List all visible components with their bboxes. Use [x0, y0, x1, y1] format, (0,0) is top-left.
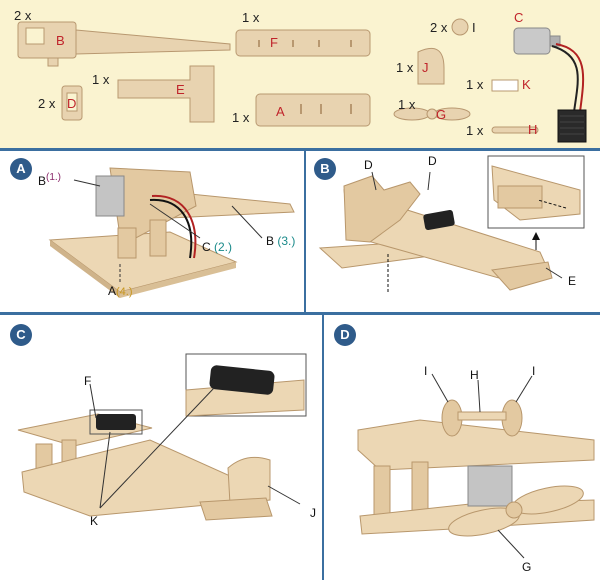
step-a-label-b3: B (3.) — [266, 234, 295, 248]
divider-mid-bottom — [322, 315, 324, 580]
part-j-drawing — [417, 48, 445, 85]
part-e-letter: E — [176, 82, 185, 97]
step-a-b3-letter: B — [266, 234, 275, 248]
part-h-qty: 1 x — [466, 123, 484, 138]
step-b-badge: B — [314, 158, 336, 180]
step-a-label-c: C (2.) — [202, 240, 232, 254]
step-a-b1-letter: B — [38, 174, 47, 188]
step-d-label-g: G — [522, 560, 532, 574]
part-h-letter: H — [528, 122, 538, 137]
step-a-b3-num: (3.) — [277, 234, 296, 248]
parts-list-panel: 2 x B 1 x F 2 x I C 1 x E 1 x J 2 x D 1 … — [0, 0, 600, 148]
part-i-letter: I — [472, 20, 476, 35]
part-b-drawing — [17, 21, 231, 67]
part-j-qty: 1 x — [396, 60, 414, 75]
part-a-drawing — [255, 93, 371, 127]
part-f-qty: 1 x — [242, 10, 260, 25]
part-g-qty: 1 x — [398, 97, 416, 112]
part-f-drawing — [235, 29, 371, 57]
part-c-drawing — [513, 27, 587, 143]
step-c-label-j: J — [310, 506, 316, 520]
parts-drawings — [17, 18, 587, 143]
step-a-badge: A — [10, 158, 32, 180]
step-a-b1-num: (1.) — [46, 172, 62, 183]
part-g-drawing — [393, 107, 471, 121]
step-b-label-e: E — [568, 274, 577, 288]
part-g-letter: G — [436, 107, 447, 122]
part-k-qty: 1 x — [466, 77, 484, 92]
part-e-qty: 1 x — [92, 72, 110, 87]
part-a-letter: A — [276, 104, 285, 119]
divider-top — [0, 148, 600, 151]
step-b-label-d1: D — [364, 158, 373, 172]
step-a-a-letter: A — [108, 284, 117, 298]
step-a-c-num: (2.) — [214, 240, 233, 254]
step-a-a-num: (4.) — [116, 286, 133, 298]
part-k-letter: K — [522, 77, 531, 92]
part-i-qty: 2 x — [430, 20, 448, 35]
divider-middle — [0, 312, 600, 315]
step-d-badge: D — [334, 324, 356, 346]
step-a-c-letter: C — [202, 240, 211, 254]
part-d-letter: D — [67, 96, 77, 111]
part-f-letter: F — [270, 35, 278, 50]
step-d-label-i2: I — [532, 364, 536, 378]
step-d-label-h: H — [470, 368, 479, 382]
step-c-badge: C — [10, 324, 32, 346]
part-b-letter: B — [56, 33, 65, 48]
part-i-drawing — [451, 18, 469, 36]
step-d-label-i1: I — [424, 364, 428, 378]
part-k-drawing — [491, 79, 519, 92]
step-a-label-a: A(4.) — [108, 284, 133, 298]
part-b-qty: 2 x — [14, 8, 32, 23]
step-a-label-b1: B(1.) — [38, 172, 61, 188]
step-b-label-d2: D — [428, 154, 437, 168]
part-a-qty: 1 x — [232, 110, 250, 125]
part-e-drawing — [117, 65, 215, 123]
part-c-letter: C — [514, 10, 524, 25]
part-h-drawing — [491, 126, 539, 134]
part-j-letter: J — [422, 60, 429, 75]
step-c-label-f: F — [84, 374, 92, 388]
part-d-qty: 2 x — [38, 96, 56, 111]
step-c-label-k: K — [90, 514, 99, 528]
divider-mid-top — [304, 151, 306, 312]
